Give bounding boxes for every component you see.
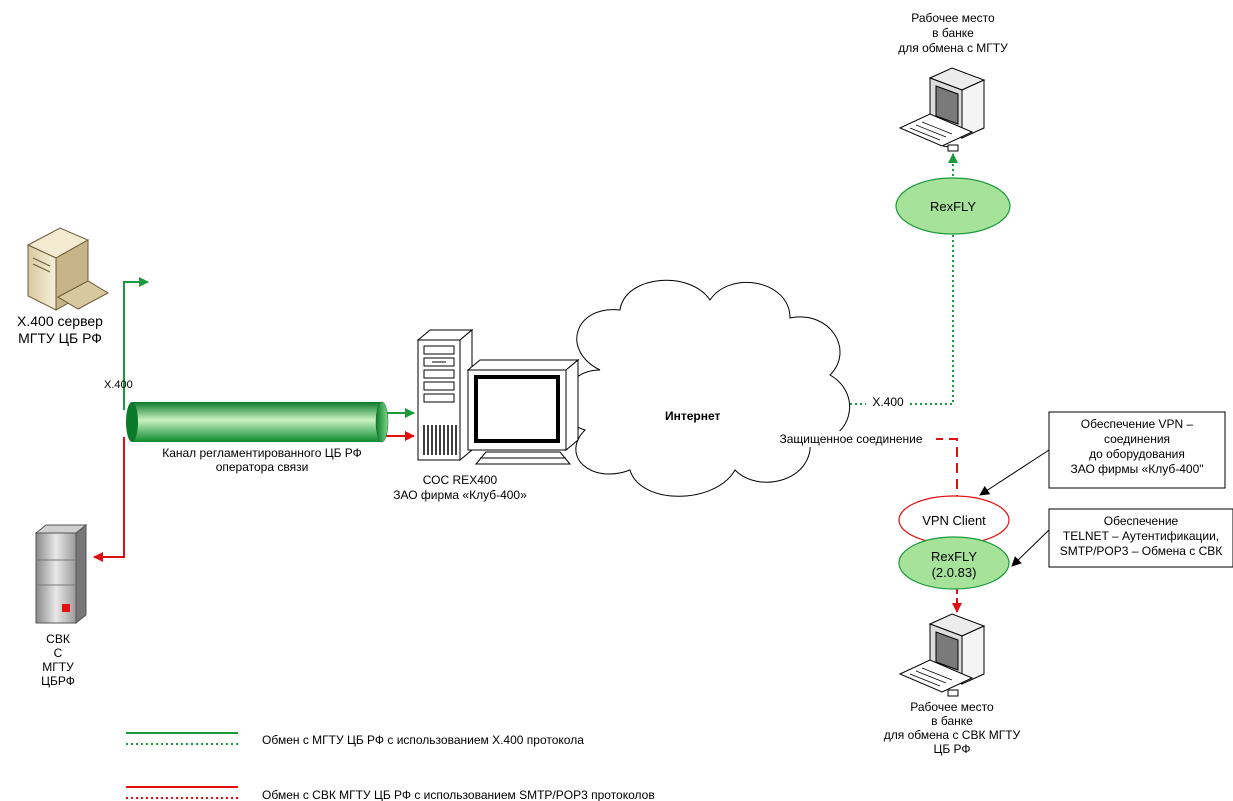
x400-left-label: Х.400	[104, 379, 133, 391]
callout-telnet-pointer	[1011, 529, 1050, 567]
callout-vpn-line-1: Обеспечение VPN –	[1081, 417, 1194, 431]
callout-telnet-line-3: SMTP/POP3 – Обмена с СВК	[1060, 544, 1223, 558]
workstation-top-icon	[898, 67, 986, 152]
edge-x400-server	[123, 277, 149, 410]
soc-label-1: СОС REX400	[423, 473, 498, 487]
svk-server-icon	[34, 523, 88, 625]
svk-label-3: МГТУ	[42, 660, 74, 674]
secure-connection-label: Защищенное соединение	[779, 432, 922, 446]
soc-rex400-icon	[416, 328, 580, 465]
edge-secure-connection	[579, 434, 958, 505]
x400-right-label: X.400	[872, 395, 904, 409]
callout-vpn-line-2: соединения	[1104, 432, 1170, 446]
vpn-client-label: VPN Client	[922, 513, 986, 528]
svk-label-2: С	[54, 646, 63, 660]
legend-red-text: Обмен с СВК МГТУ ЦБ РФ с использованием …	[262, 788, 655, 801]
svk-label-1: СВК	[46, 632, 70, 646]
callout-vpn	[1048, 411, 1226, 489]
channel-label-1: Канал регламентированного ЦБ РФ	[162, 446, 362, 460]
callout-telnet	[1048, 508, 1233, 568]
rexfly-bottom-label-2: (2.0.83)	[932, 565, 977, 580]
callout-telnet-line-1: Обеспечение	[1104, 514, 1179, 528]
svk-label-4: ЦБРФ	[41, 674, 75, 688]
legend-green-text: Обмен с МГТУ ЦБ РФ с использованием X.40…	[262, 733, 584, 747]
workstation-top-label-1: Рабочее место	[911, 11, 995, 25]
channel-label-2: оператора связи	[216, 460, 309, 474]
x400-server-icon	[26, 227, 110, 311]
internet-cloud	[563, 279, 851, 497]
x400-server-label-1: Х.400 сервер	[17, 313, 103, 329]
callout-vpn-pointer	[979, 449, 1050, 496]
channel-pipe	[126, 401, 389, 443]
workstation-bottom-label-3: для обмена с СВК МГТУ	[884, 728, 1021, 742]
rexfly-bottom-ellipse	[898, 536, 1010, 590]
soc-label-2: ЗАО фирма «Клуб-400»	[393, 488, 527, 502]
internet-label: Интернет	[665, 409, 721, 423]
callout-vpn-line-4: ЗАО фирмы «Клуб-400"	[1070, 462, 1203, 476]
workstation-bottom-icon	[898, 613, 986, 697]
callout-vpn-line-3: до оборудования	[1089, 447, 1185, 461]
callout-telnet-line-2: TELNET – Аутентификации,	[1063, 529, 1219, 543]
workstation-top-label-3: для обмена с МГТУ	[898, 41, 1008, 55]
rexfly-bottom-label-1: RexFLY	[931, 549, 977, 564]
rexfly-top-ellipse	[895, 177, 1011, 235]
rexfly-top-label: RexFLY	[930, 199, 976, 214]
legend: Обмен с МГТУ ЦБ РФ с использованием X.40…	[126, 732, 655, 801]
workstation-top-label-2: в банке	[932, 26, 974, 40]
workstation-bottom-label-1: Рабочее место	[910, 700, 994, 714]
edge-svk	[93, 437, 125, 562]
workstation-bottom-label-2: в банке	[931, 714, 973, 728]
workstation-bottom-label-4: ЦБ РФ	[933, 742, 970, 756]
x400-server-label-2: МГТУ ЦБ РФ	[18, 330, 102, 346]
